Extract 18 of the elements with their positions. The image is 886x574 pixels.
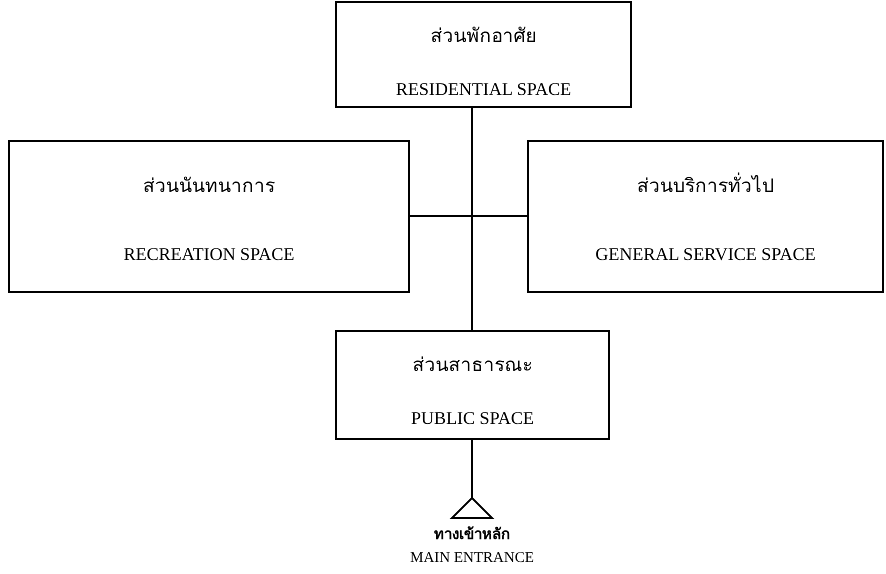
connector-line (471, 440, 473, 498)
space-box (8, 140, 410, 293)
space-box (527, 140, 884, 293)
thai-label: ส่วนสาธารณะ (412, 354, 532, 378)
connector-line (410, 215, 527, 217)
space-box (335, 1, 632, 108)
english-label: RESIDENTIAL SPACE (396, 78, 572, 101)
thai-label: ส่วนบริการทั่วไป (637, 161, 774, 214)
connector-line (471, 108, 473, 330)
english-label: PUBLIC SPACE (411, 407, 534, 430)
english-label: RECREATION SPACE (124, 242, 294, 266)
caption: MAIN ENTRANCE (409, 550, 535, 567)
entrance-triangle (450, 496, 494, 519)
space-box (335, 330, 610, 440)
thai-label: ส่วนนันทนาการ (143, 175, 275, 200)
thai-label: ส่วนพักอาศัย (430, 25, 536, 49)
thai-caption: ทางเข้าหลัก (433, 525, 511, 545)
english-label: GENERAL SERVICE SPACE (595, 242, 816, 266)
